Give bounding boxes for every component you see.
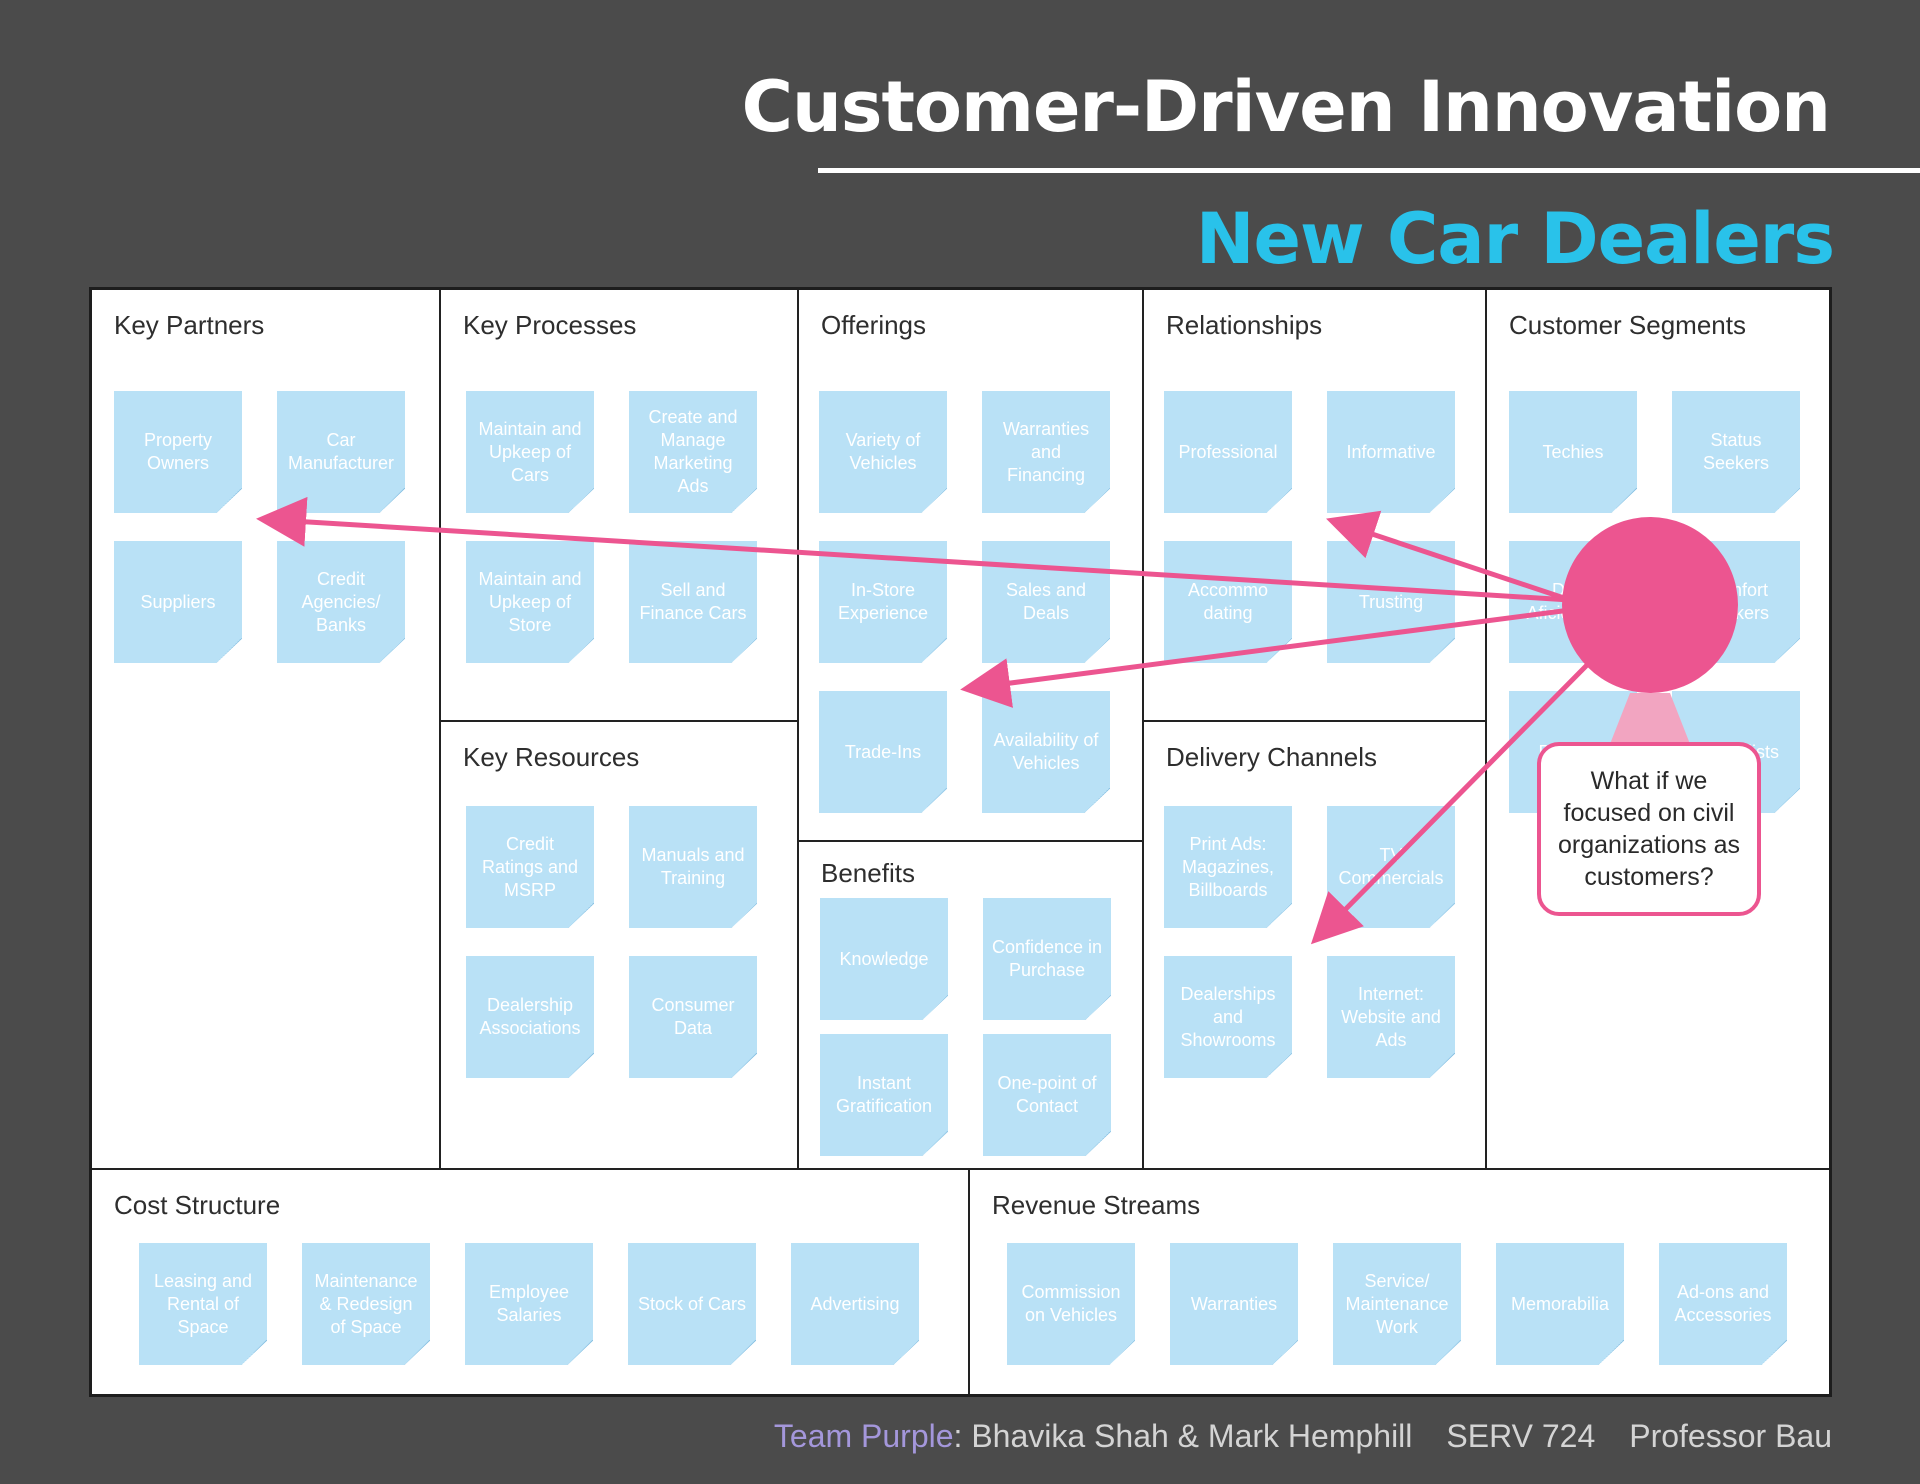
page-title: Customer-Driven Innovation <box>741 66 1831 148</box>
relationships-title: Relationships <box>1166 310 1323 340</box>
sticky-note[interactable]: Knowledge <box>820 898 948 1020</box>
sticky-note[interactable]: Ad-ons and Accessories <box>1659 1243 1787 1365</box>
sticky-note[interactable]: Print Ads: Magazines, Billboards <box>1164 806 1292 928</box>
sticky-note[interactable]: Property Owners <box>114 391 242 513</box>
sticky-note[interactable]: Instant Gratification <box>820 1034 948 1156</box>
sticky-note[interactable]: Warranties <box>1170 1243 1298 1365</box>
title-divider <box>818 168 1920 173</box>
sticky-note[interactable]: Car Manufacturer <box>277 391 405 513</box>
sticky-note[interactable]: Status Seekers <box>1672 391 1800 513</box>
callout-box: What if we focused on civil organization… <box>1537 742 1761 916</box>
sticky-note[interactable]: Memorabilia <box>1496 1243 1624 1365</box>
arrow-to-delivery-channels <box>1310 660 1592 945</box>
offerings-title: Offerings <box>821 310 927 340</box>
sticky-note[interactable]: Sales and Deals <box>982 541 1110 663</box>
sticky-note[interactable]: Commission on Vehicles <box>1007 1243 1135 1365</box>
sticky-note[interactable]: Maintain and Upkeep of Store <box>466 541 594 663</box>
sticky-note[interactable]: Informative <box>1327 391 1455 513</box>
offerings-block: Offerings Variety of Vehicles Warranties… <box>799 290 1144 842</box>
sticky-note[interactable]: Credit Agencies/ Banks <box>277 541 405 663</box>
revenue-streams-title: Revenue Streams <box>992 1190 1201 1220</box>
callout-pointer <box>1610 693 1690 744</box>
sticky-note[interactable]: Availability of Vehicles <box>982 691 1110 813</box>
footer-course: SERV 724 <box>1446 1418 1596 1454</box>
sticky-note[interactable]: Trade-Ins <box>819 691 947 813</box>
sticky-note[interactable]: Accommo dating <box>1164 541 1292 663</box>
delivery-channels-title: Delivery Channels <box>1166 742 1377 772</box>
sticky-note[interactable]: Techies <box>1509 391 1637 513</box>
footer-professor: Professor Bau <box>1629 1418 1832 1454</box>
key-partners-title: Key Partners <box>114 310 265 340</box>
sticky-note[interactable]: Internet: Website and Ads <box>1327 956 1455 1078</box>
sticky-note[interactable]: Warranties and Financing <box>982 391 1110 513</box>
relationships-block: Relationships Professional Informative A… <box>1144 290 1487 722</box>
benefits-block: Benefits Knowledge Confidence in Purchas… <box>799 842 1144 1170</box>
sticky-note[interactable]: Confidence in Purchase <box>983 898 1111 1020</box>
key-processes-block: Key Processes Maintain and Upkeep of Car… <box>441 290 799 722</box>
delivery-channels-block: Delivery Channels Print Ads: Magazines, … <box>1144 722 1487 1170</box>
cost-structure-block: Cost Structure Leasing and Rental of Spa… <box>92 1170 970 1394</box>
sticky-note[interactable]: Credit Ratings and MSRP <box>466 806 594 928</box>
benefits-title: Benefits <box>821 858 915 888</box>
key-resources-block: Key Resources Credit Ratings and MSRP Ma… <box>441 722 799 1170</box>
sticky-note[interactable]: Dealership Associations <box>466 956 594 1078</box>
key-processes-title: Key Processes <box>463 310 637 340</box>
sticky-note[interactable]: Variety of Vehicles <box>819 391 947 513</box>
sticky-note[interactable]: Dealerships and Showrooms <box>1164 956 1292 1078</box>
arrow-to-key-partners <box>256 496 1571 603</box>
sticky-note[interactable]: Advertising <box>791 1243 919 1365</box>
sticky-note[interactable]: One-point of Contact <box>983 1034 1111 1156</box>
customer-segments-title: Customer Segments <box>1509 310 1746 340</box>
sticky-note[interactable]: Employee Salaries <box>465 1243 593 1365</box>
key-resources-title: Key Resources <box>463 742 640 772</box>
cost-structure-title: Cost Structure <box>114 1190 281 1220</box>
arrow-to-sales-deals <box>960 607 1571 708</box>
revenue-streams-block: Revenue Streams Commission on Vehicles W… <box>970 1170 1829 1394</box>
footer: Team Purple: Bhavika Shah & Mark Hemphil… <box>774 1418 1832 1455</box>
highlight-circle[interactable] <box>1562 517 1738 693</box>
arrow-to-informative <box>1326 510 1571 603</box>
footer-members: : Bhavika Shah & Mark Hemphill <box>953 1418 1413 1454</box>
sticky-note[interactable]: Maintenance & Redesign of Space <box>302 1243 430 1365</box>
page-subtitle: New Car Dealers <box>1195 198 1835 280</box>
sticky-note[interactable]: Professional <box>1164 391 1292 513</box>
key-partners-block: Key Partners Property Owners Car Manufac… <box>92 290 441 1170</box>
sticky-note[interactable]: Trusting <box>1327 541 1455 663</box>
sticky-note[interactable]: Leasing and Rental of Space <box>139 1243 267 1365</box>
sticky-note[interactable]: Create and Manage Marketing Ads <box>629 391 757 513</box>
callout-text: What if we focused on civil organization… <box>1557 767 1741 891</box>
footer-team: Team Purple <box>773 1418 954 1454</box>
